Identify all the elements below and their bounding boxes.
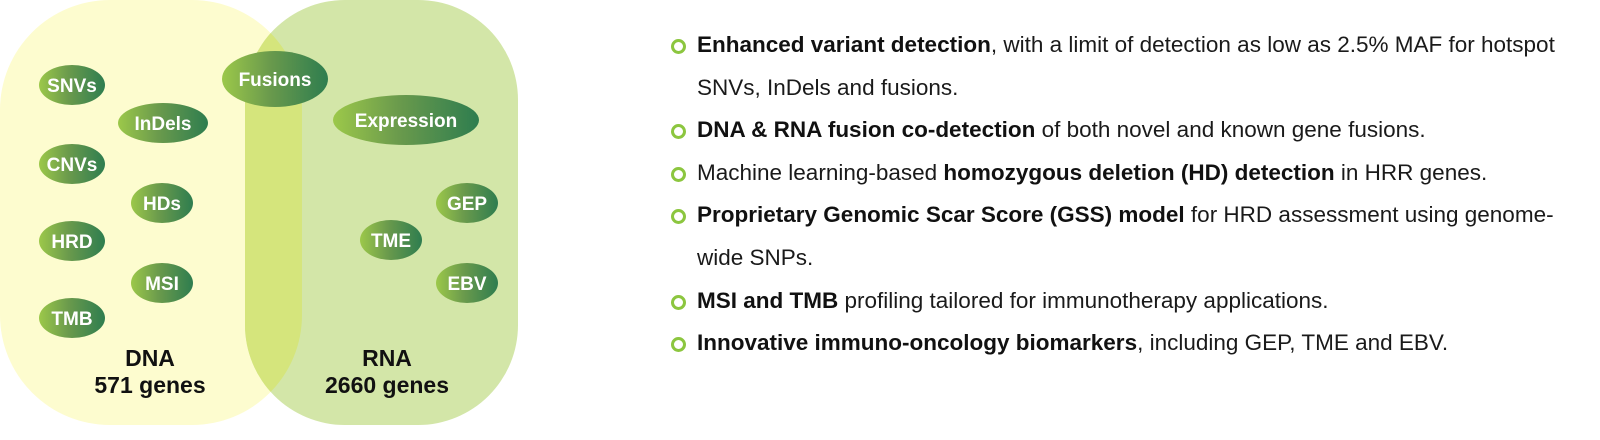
feature-text: for HRD assessment using genome-wide SNP… [697,202,1554,270]
dna-title: DNA [125,345,175,371]
marker-gep: GEP [436,183,498,223]
feature-text: of both novel and known gene fusions. [1035,117,1426,143]
rna-gene-count: 2660 genes [325,372,449,398]
marker-ebv: EBV [436,263,498,303]
marker-cnvs: CNVs [39,144,105,184]
feature-item: Innovative immuno-oncology biomarkers, i… [660,322,1560,365]
marker-label: GEP [447,194,487,215]
circle-bullet-icon [671,124,686,140]
rna-title: RNA [362,345,412,371]
marker-label: InDels [134,114,191,135]
feature-highlight: MSI and TMB [697,287,839,313]
marker-label: SNVs [47,76,97,97]
marker-indels: InDels [118,103,208,143]
marker-tme: TME [360,220,422,260]
marker-label: MSI [145,274,179,295]
feature-item: Proprietary Genomic Scar Score (GSS) mod… [660,194,1560,279]
marker-oval [333,95,479,145]
feature-text: Machine learning-based [697,159,944,185]
marker-hds: HDs [131,183,193,223]
marker-label: EBV [447,274,486,295]
feature-text: in HRR genes. [1334,159,1488,185]
marker-oval [436,263,498,303]
feature-highlight: homozygous deletion (HD) detection [943,159,1335,185]
marker-label: TME [371,231,411,252]
marker-tmb: TMB [39,298,105,338]
marker-oval [131,263,193,303]
marker-fusions: Fusions [222,51,328,107]
marker-label: CNVs [47,155,98,176]
feature-item: Enhanced variant detection, with a limit… [660,24,1560,109]
marker-snvs: SNVs [39,65,105,105]
feature-highlight: Proprietary Genomic Scar Score (GSS) mod… [697,202,1185,228]
marker-label: Expression [355,111,457,132]
marker-label: Fusions [239,70,312,91]
feature-highlight: Enhanced variant detection [697,32,991,57]
circle-bullet-icon [671,39,686,54]
feature-item: Machine learning-based homozygous deleti… [660,152,1560,195]
circle-bullet-icon [671,337,686,353]
feature-item: DNA & RNA fusion co-detection of both no… [660,109,1560,152]
feature-item: MSI and TMB profiling tailored for immun… [660,280,1560,323]
feature-text: , with a limit of detection as low as 2.… [697,32,1555,100]
feature-text: profiling tailored for immunotherapy app… [838,287,1329,313]
circle-bullet-icon [671,209,686,225]
circle-bullet-icon [671,294,686,310]
circle-bullet-icon [671,166,686,182]
feature-list: Enhanced variant detection, with a limit… [660,24,1560,365]
dna-gene-count: 571 genes [94,372,205,398]
marker-oval [436,183,498,223]
marker-oval [39,65,105,105]
marker-expression: Expression [333,95,479,145]
feature-highlight: DNA & RNA fusion co-detection [697,117,1036,143]
feature-highlight: Innovative immuno-oncology biomarkers [697,330,1138,356]
marker-label: HRD [51,232,92,253]
marker-label: HDs [143,194,181,215]
marker-label: TMB [51,309,92,330]
marker-oval [39,221,105,261]
marker-oval [131,183,193,223]
marker-oval [39,144,105,184]
marker-msi: MSI [131,263,193,303]
marker-oval [222,51,328,107]
marker-hrd: HRD [39,221,105,261]
marker-oval [360,220,422,260]
feature-text: , including GEP, TME and EBV. [1137,330,1449,356]
marker-oval [118,103,208,143]
marker-oval [39,298,105,338]
